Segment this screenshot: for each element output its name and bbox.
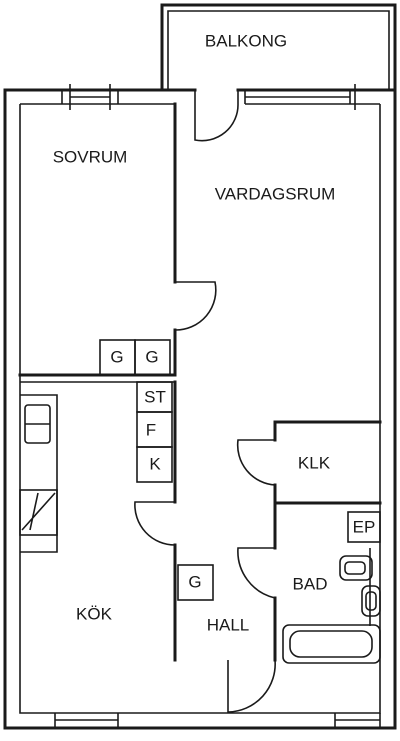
bathroom-door	[237, 547, 276, 599]
hall-wardrobe-label: G	[188, 572, 201, 591]
wardrobe-right-label: G	[145, 347, 158, 366]
electrical-panel-box	[347, 511, 381, 543]
kitchen-door	[134, 501, 176, 546]
doors	[134, 103, 276, 713]
living-room-label: VARDAGSRUM	[215, 184, 336, 203]
washbasin-icon	[339, 555, 373, 581]
stove-icon	[19, 489, 58, 536]
bedroom-wardrobes	[99, 339, 171, 376]
kitchen-counter	[19, 394, 58, 553]
storage-label: ST	[144, 387, 166, 406]
toilet-icon	[361, 585, 381, 617]
hallway-label: HALL	[207, 615, 250, 634]
fridge-label: K	[149, 454, 161, 473]
bathroom-label: BAD	[293, 574, 328, 593]
bedroom-label: SOVRUM	[53, 147, 128, 166]
balcony-door	[194, 103, 239, 142]
wardrobe-left-label: G	[110, 347, 123, 366]
room-labels: BALKONG SOVRUM VARDAGSRUM KLK KÖK BAD HA…	[53, 31, 336, 634]
bathroom-fixtures	[282, 511, 381, 664]
electrical-panel-label: EP	[353, 517, 376, 536]
windows	[54, 84, 381, 728]
bathtub-icon	[282, 624, 381, 664]
entrance-door	[227, 659, 276, 713]
kitchen-cabinets	[136, 381, 173, 483]
hall-wardrobe	[177, 564, 214, 601]
outer-walls	[3, 3, 397, 730]
closet-door	[236, 439, 276, 486]
bedroom-door	[174, 281, 217, 331]
fixture-labels: G G ST F K G EP	[110, 347, 375, 591]
kitchen-label: KÖK	[76, 604, 113, 623]
freezer-label: F	[146, 420, 156, 439]
closet-label: KLK	[298, 453, 331, 472]
balcony-label: BALKONG	[205, 31, 287, 50]
